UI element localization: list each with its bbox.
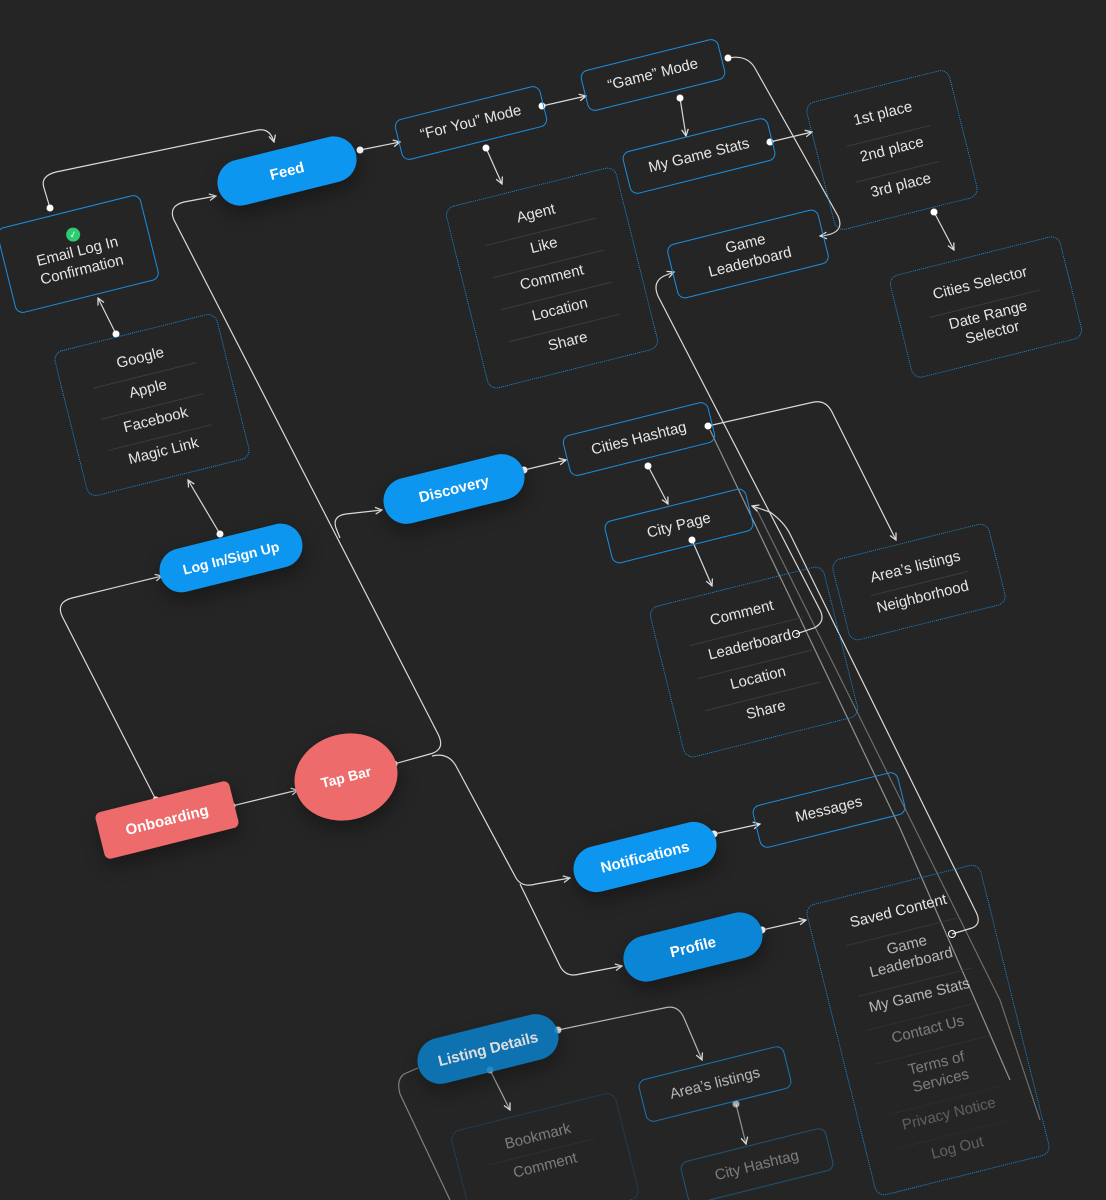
email-confirmation-label: Email Log In Confirmation <box>34 233 126 289</box>
check-icon: ✓ <box>64 226 82 244</box>
